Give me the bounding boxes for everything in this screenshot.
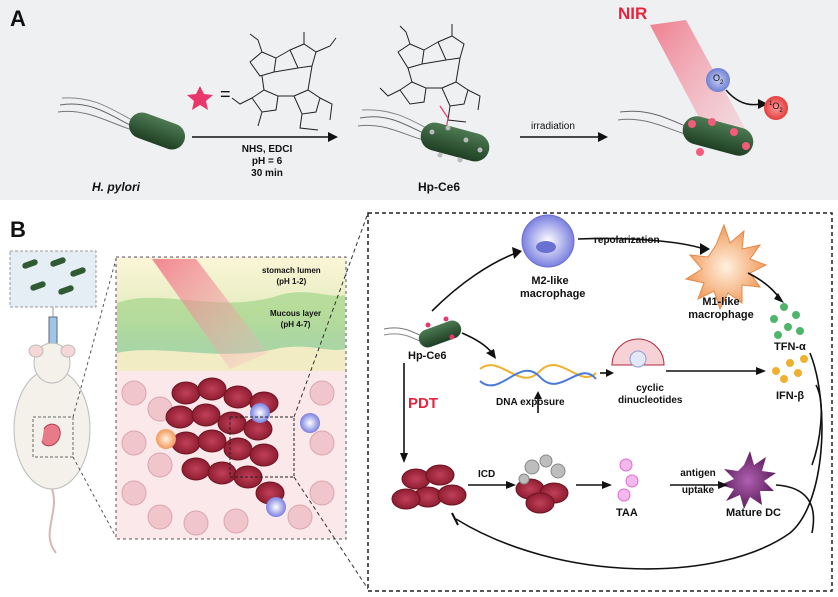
singlet-oxygen [764,96,788,120]
mature-dc-label: Mature DC [726,507,782,519]
panel-a-graphics [57,20,788,163]
hp-ce6-molecule-structure [379,24,481,123]
m1-line2: macrophage [688,309,754,321]
panel-b: B stomach lumen (pH 1-2) Mucous layer (p… [0,203,838,597]
icd-label: ICD [478,469,496,480]
taa-label: TAA [616,507,638,519]
pathway-arrows [403,237,823,570]
nir-beam [650,20,746,142]
mucous-layer-title: Mucous layer [270,309,322,318]
oxygen-symbol: O [713,73,721,83]
dna-helix [479,364,597,387]
hp-ce6-b-label: Hp-Ce6 [408,350,447,362]
uptake-line: uptake [681,485,715,496]
h-pylori-bacterium [57,97,186,150]
equals-sign: = [220,84,231,104]
condition-ph: pH = 6 [251,156,283,167]
m1-macrophage-cell [684,223,768,311]
singlet-oxygen-text: 1O2 [769,101,783,114]
tnf-alpha-label: TFN-α [774,341,806,353]
singlet-superscript: 1 [769,101,773,107]
panel-a: A H. pylori = NHS, EDCI pH = 6 30 min Hp… [0,0,838,200]
oxygen-subscript: 2 [720,79,724,86]
oxygen-molecule [706,68,730,92]
mature-dc-cell [720,451,776,509]
stomach-lumen-ph: (pH 1-2) [276,277,307,286]
m2-macrophage-label: M2-like macrophage [520,275,586,301]
hp-ce6-bacterium [357,109,490,163]
condition-reagents: NHS, EDCI [241,144,293,155]
stomach-lumen-label: stomach lumen (pH 1-2) [262,265,321,287]
tnf-alpha-dots [770,303,804,339]
singlet-subscript: 2 [779,107,783,114]
panel-b-letter: B [10,217,26,242]
irradiated-bacterium [617,110,754,156]
oxygen-text: O2 [713,73,723,86]
m1-macrophage-label: M1-like macrophage [688,296,754,322]
inhibition-bar [451,512,459,526]
hp-ce6-vial-box [9,250,97,308]
gastric-tissue-view [115,256,347,540]
antigen-uptake-label: antigen uptake [678,465,718,499]
ifn-beta-dots [772,355,808,383]
hp-ce6-bacterium-b [383,316,462,348]
ce6-star-icon [187,86,213,110]
mucous-layer-ph: (pH 4-7) [280,320,311,329]
ce6-molecule-structure [231,32,337,131]
hp-ce6-label: Hp-Ce6 [418,180,461,194]
reaction-conditions: NHS, EDCI pH = 6 30 min [232,144,302,180]
mouse-illustration [13,342,91,554]
panel-b-graphics [9,212,833,592]
repolarization-label: repolarization [594,235,660,246]
antigen-line: antigen [680,468,716,479]
cyclic-dinucleotide-cell [611,338,665,368]
m1-line1: M1-like [702,296,740,308]
m2-line1: M2-like [531,275,569,287]
cyclic-dinucleotides-label: cyclic dinucleotides [618,383,682,407]
irradiation-label: irradiation [531,121,575,132]
taa-particles [617,458,639,502]
h-pylori-label: H. pylori [92,180,141,194]
m2-macrophage-cell [521,214,575,268]
cdn-line1: cyclic [636,383,664,394]
cdn-line2: dinucleotides [618,395,683,406]
condition-time: 30 min [251,168,283,179]
stomach-lumen-title: stomach lumen [262,266,321,275]
dying-tumor-cells [515,454,569,514]
mucous-layer-label: Mucous layer (pH 4-7) [270,308,321,330]
singlet-symbol: O [772,101,780,111]
m2-line2: macrophage [520,288,586,300]
tumor-cells [391,464,467,510]
pdt-label: PDT [408,395,438,412]
dna-exposure-label: DNA exposure [496,397,565,408]
ifn-beta-label: IFN-β [776,390,805,402]
panel-a-letter: A [10,6,26,31]
nir-label: NIR [618,4,648,23]
